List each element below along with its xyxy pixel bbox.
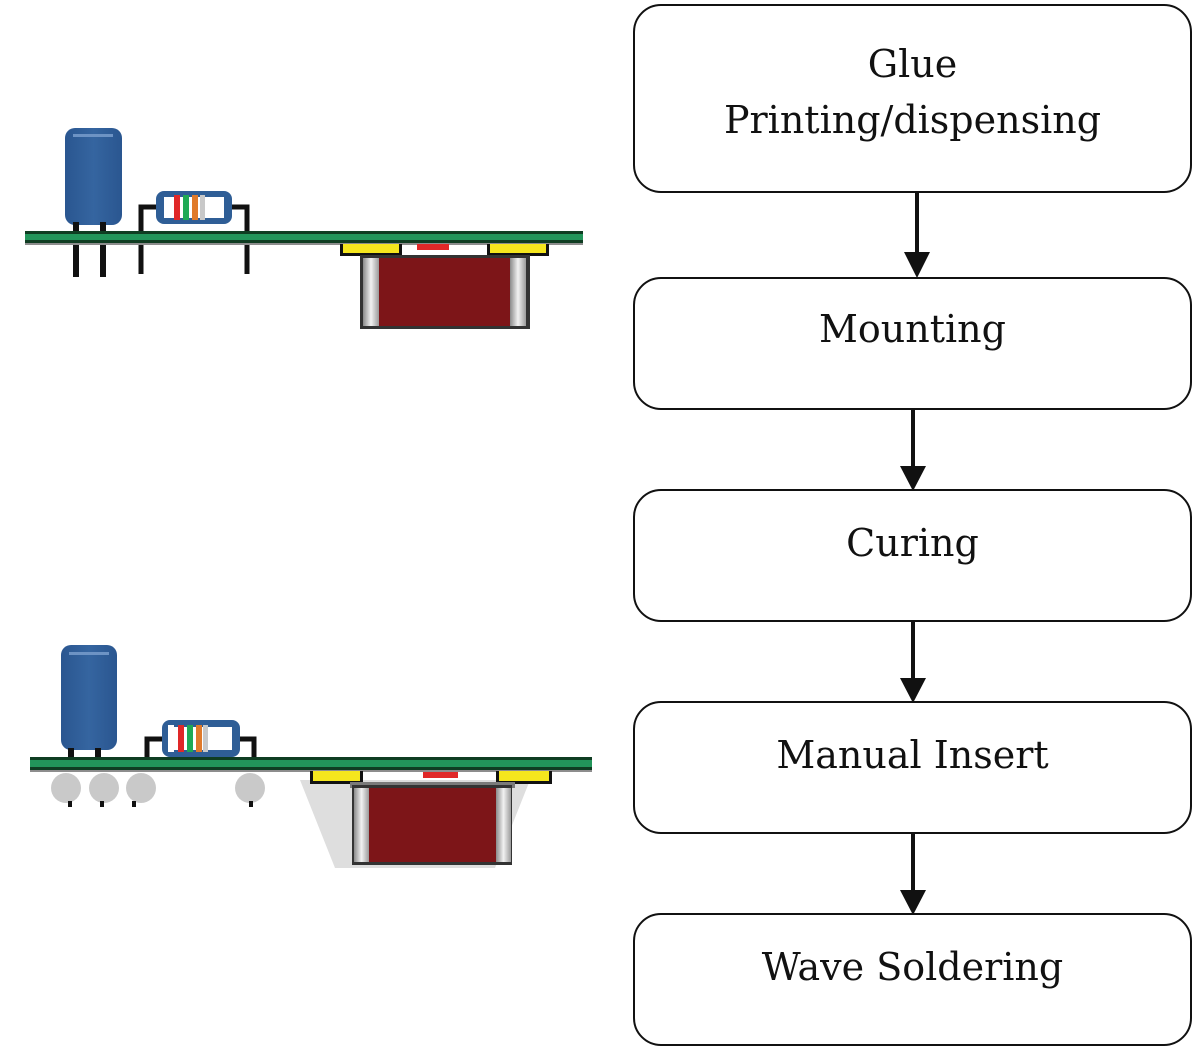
arrow-manual-insert-to-wave-soldering: [900, 831, 926, 915]
glue-dot: [417, 244, 449, 250]
through-hole-resistor: [138, 191, 250, 274]
arrow-curing-to-manual-insert: [900, 618, 926, 703]
step-label: Curing: [846, 521, 979, 565]
step-curing: Curing: [633, 489, 1192, 622]
glue-dot: [423, 772, 458, 778]
pcb-illustrations: [25, 128, 592, 868]
step-label: Glue Printing/dispensing: [723, 42, 1102, 142]
step-label: Manual Insert: [776, 733, 1049, 777]
step-glue-printing: Glue Printing/dispensing: [633, 4, 1192, 193]
pcb-before-soldering: [25, 128, 583, 329]
through-hole-resistor: [144, 720, 257, 760]
electrolytic-capacitor: [61, 645, 117, 760]
smd-chip-underside: [340, 244, 549, 329]
arrow-mounting-to-curing: [900, 409, 926, 491]
smd-chip-underside: [310, 771, 552, 865]
pcb-after-wave-soldering: [30, 645, 592, 868]
step-mounting: Mounting: [633, 277, 1192, 410]
step-label: Mounting: [819, 307, 1006, 351]
arrow-glue-to-mounting: [904, 192, 930, 278]
step-manual-insert: Manual Insert: [633, 701, 1192, 834]
electrolytic-capacitor: [65, 128, 122, 277]
solder-joints: [51, 773, 265, 807]
step-wave-soldering: Wave Soldering: [633, 913, 1192, 1046]
step-label: Wave Soldering: [761, 945, 1064, 989]
pcb-board: [25, 231, 583, 245]
